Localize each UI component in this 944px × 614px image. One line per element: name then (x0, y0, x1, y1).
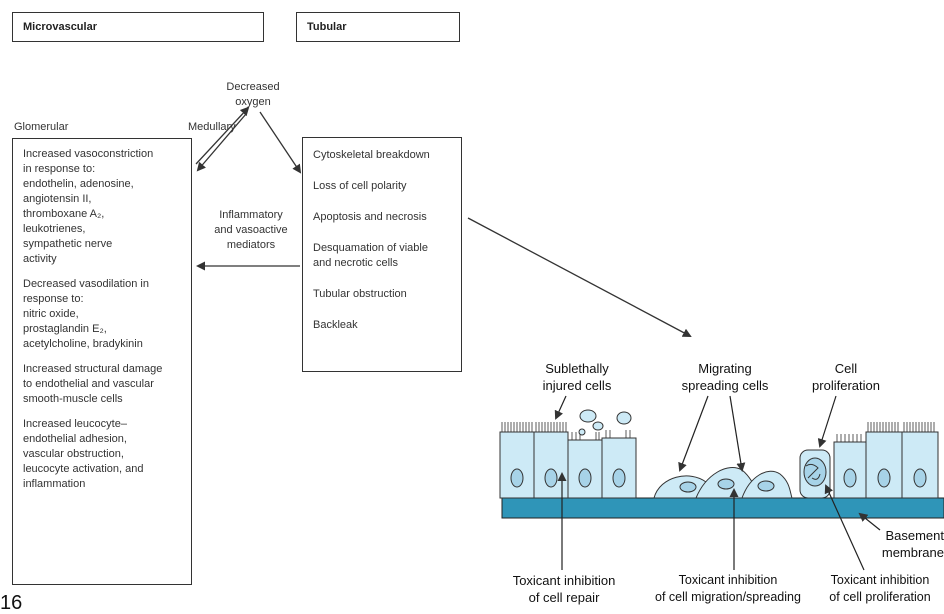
label-sublethal-cells: Sublethally injured cells (542, 361, 612, 393)
pointer-arrows (554, 395, 881, 571)
proliferating-cell (799, 449, 831, 499)
arrow-basement (858, 512, 881, 531)
tubular-item-desquamation: Desquamation of viable and necrotic cell… (313, 242, 428, 269)
bleb (616, 411, 632, 425)
label-inhibition-proliferation: Toxicant inhibition of cell proliferatio… (829, 573, 931, 604)
brush-border-left (501, 422, 631, 440)
flow-arrows (195, 106, 692, 337)
arrow-to-oxygen (195, 106, 250, 165)
microvascular-header-box: Microvascular (12, 12, 264, 42)
left-epithelial-cells (499, 431, 637, 499)
arrow-oxygen-to-tubular (259, 111, 302, 174)
micro-paragraph-leucocyte: Increased leucocyte– endothelial adhesio… (23, 418, 144, 490)
nucleus (612, 468, 626, 488)
label-basement-membrane: Basement membrane (881, 528, 944, 560)
arrow-migrating-right (729, 395, 746, 472)
microvascular-effects-box: Increased vasoconstriction in response t… (12, 138, 192, 585)
arrow-proliferation (817, 395, 837, 448)
injured-cell (601, 437, 637, 499)
left-cell-nuclei (510, 468, 626, 488)
epithelial-cell (533, 431, 569, 499)
tubular-item-apoptosis: Apoptosis and necrosis (313, 211, 427, 223)
epithelial-cell (901, 431, 939, 499)
tubular-effects-box: Cytoskeletal breakdown Loss of cell pola… (302, 137, 462, 372)
medullary-label: Medullary (188, 121, 236, 133)
bleb (592, 421, 604, 431)
nucleus (510, 468, 524, 488)
microvascular-title: Microvascular (23, 21, 97, 33)
chromosome-marks (805, 463, 821, 480)
label-inhibition-migration: Toxicant inhibition of cell migration/sp… (655, 573, 801, 604)
nucleus (544, 468, 558, 488)
right-cell-nuclei (843, 468, 927, 488)
basement-membrane-bar (501, 497, 944, 519)
nucleus (913, 468, 927, 488)
nucleus (578, 468, 592, 488)
tubular-item-cytoskeletal: Cytoskeletal breakdown (313, 149, 430, 161)
arrow-inhib-prolif (824, 484, 865, 571)
nucleus (843, 468, 857, 488)
epithelial-cell (499, 431, 535, 499)
nucleus (717, 478, 735, 490)
mediators-label: Inflammatory and vasoactive mediators (214, 209, 288, 251)
migrating-nuclei (679, 478, 775, 493)
nucleus (757, 480, 775, 492)
micro-paragraph-structural-damage: Increased structural damage to endotheli… (23, 363, 163, 405)
nucleus (877, 468, 891, 488)
bleb (579, 409, 597, 423)
label-migrating-cells: Migrating spreading cells (681, 361, 769, 393)
decreased-oxygen-label: Decreased oxygen (226, 81, 280, 108)
tubular-item-polarity: Loss of cell polarity (313, 180, 407, 192)
label-cell-proliferation: Cell proliferation (812, 361, 880, 393)
right-epithelial-cells (833, 431, 939, 499)
brush-border-right (836, 422, 935, 442)
arrow-migrating-left (678, 395, 709, 472)
glomerular-label: Glomerular (14, 121, 69, 133)
bleb (578, 428, 586, 436)
dividing-nucleus (803, 457, 827, 487)
label-inhibition-repair: Toxicant inhibition of cell repair (512, 573, 616, 605)
page-number: 16 (0, 592, 23, 614)
cell-blebs (578, 409, 632, 436)
micro-paragraph-vasodilation: Decreased vasodilation in response to: n… (23, 278, 149, 350)
nucleus (679, 481, 697, 493)
tubular-title: Tubular (307, 21, 347, 33)
micro-paragraph-vasoconstriction: Increased vasoconstriction in response t… (23, 148, 154, 265)
arrow-sublethal (554, 395, 567, 420)
tubular-item-backleak: Backleak (313, 319, 358, 331)
arrow-from-oxygen-left (196, 113, 247, 172)
arrow-to-cell-figure (467, 217, 692, 337)
tubular-item-obstruction: Tubular obstruction (313, 288, 407, 300)
tubular-header-box: Tubular (296, 12, 460, 42)
epithelial-cell (865, 431, 903, 499)
